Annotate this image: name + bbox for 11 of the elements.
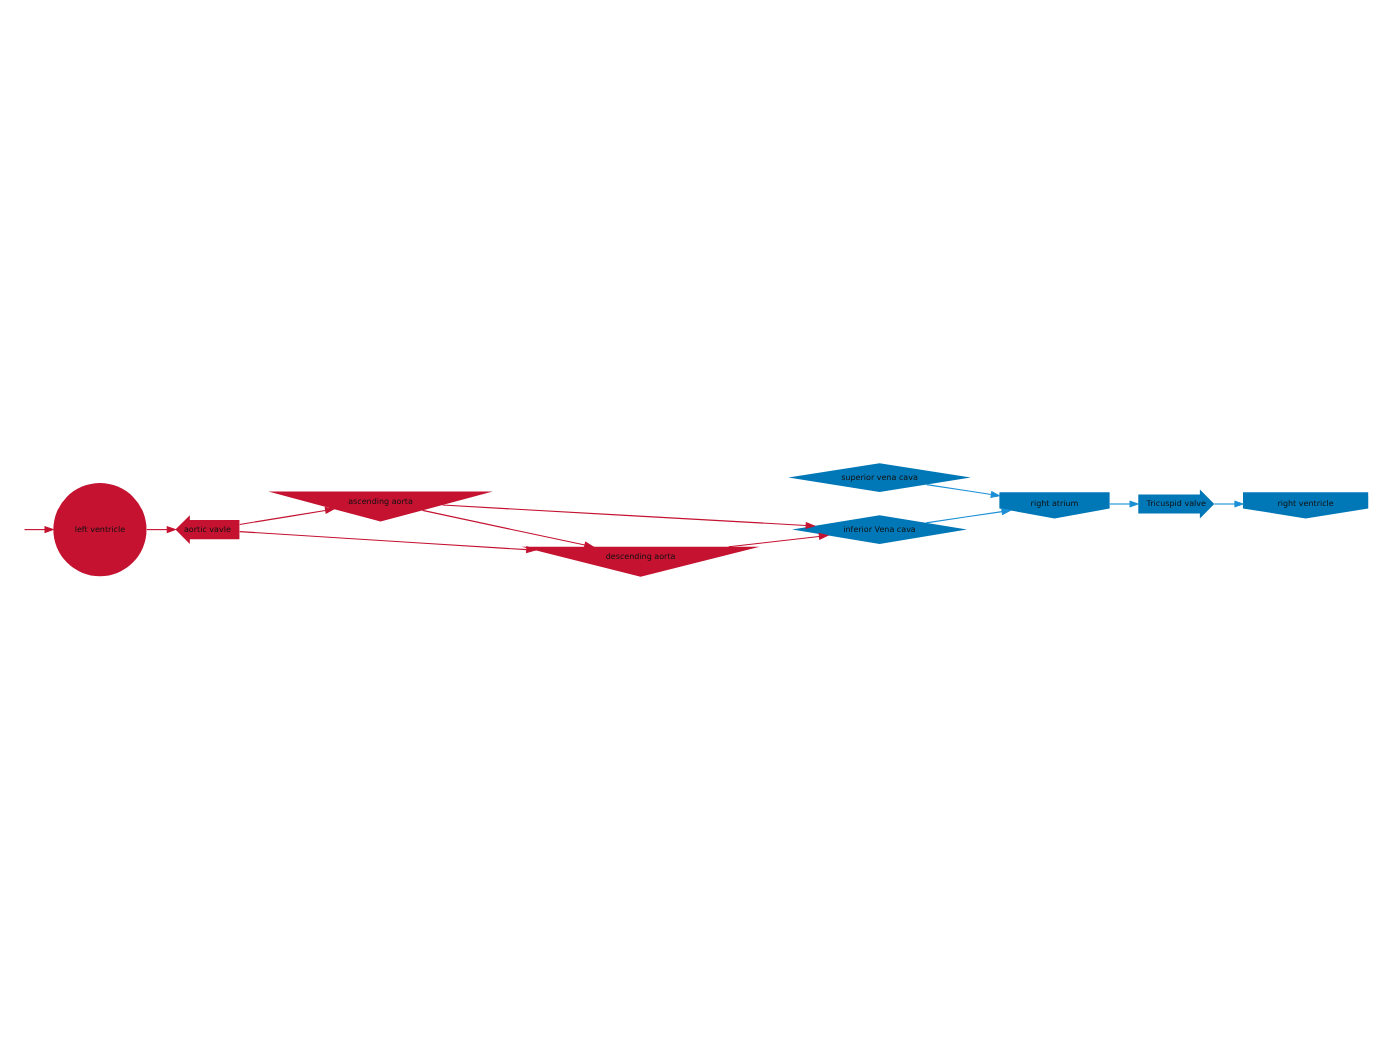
arrow — [239, 506, 336, 525]
arrow — [1109, 500, 1140, 508]
arrow — [926, 484, 1001, 498]
arrow — [925, 508, 1012, 524]
arrow — [239, 531, 537, 554]
arrow — [146, 526, 177, 534]
arrow — [23, 526, 55, 534]
arrow — [422, 509, 595, 549]
arrow — [728, 532, 830, 548]
arrow — [1213, 500, 1245, 508]
arrow — [442, 504, 816, 530]
